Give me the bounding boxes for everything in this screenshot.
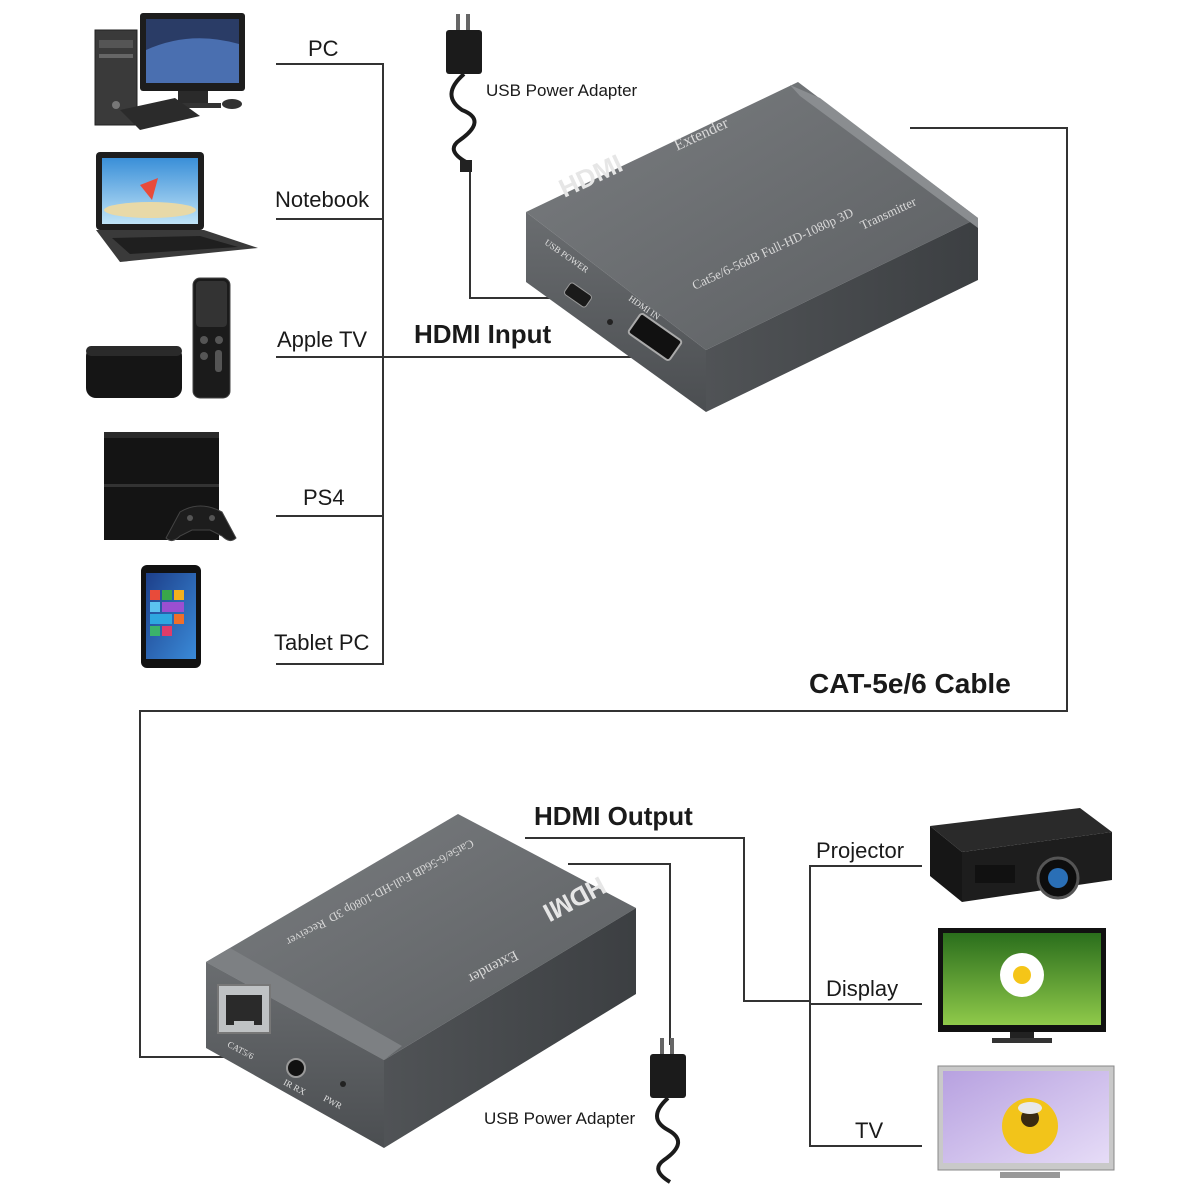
appletv-image bbox=[86, 277, 231, 399]
receiver-side bbox=[384, 908, 636, 1148]
receiver-box bbox=[206, 814, 636, 1148]
source-label-tablet: Tablet PC bbox=[274, 630, 370, 655]
power-line-top bbox=[469, 170, 563, 299]
source-label-pc: PC bbox=[308, 36, 339, 61]
ps4-image bbox=[104, 432, 237, 542]
usb-port bbox=[564, 282, 592, 308]
connection-lines bbox=[139, 63, 1068, 1147]
hdmi-in-port bbox=[627, 313, 683, 361]
tablet-image bbox=[141, 565, 201, 668]
power-led bbox=[607, 319, 613, 325]
display-label-tv: TV bbox=[855, 1118, 884, 1143]
hdmi-output-line bbox=[568, 863, 671, 1045]
transmitter-side bbox=[706, 218, 978, 412]
source-label-notebook: Notebook bbox=[275, 187, 370, 212]
display-image bbox=[938, 928, 1106, 1043]
cable-label: CAT-5e/6 Cable bbox=[809, 668, 1011, 699]
power-adapter-top-image bbox=[446, 14, 482, 172]
transmitter-front bbox=[526, 212, 706, 412]
display-bus bbox=[809, 865, 922, 1147]
pwr-led bbox=[340, 1081, 346, 1087]
source-label-appletv: Apple TV bbox=[277, 327, 368, 352]
hdmi-output-bus bbox=[525, 837, 810, 1002]
ir-port bbox=[286, 1058, 306, 1078]
notebook-image bbox=[96, 152, 258, 262]
hdmi-output-label: HDMI Output bbox=[534, 801, 693, 831]
hdmi-input-label: HDMI Input bbox=[414, 319, 552, 349]
power-adapter-label-bottom: USB Power Adapter bbox=[484, 1109, 636, 1128]
transmitter-top bbox=[526, 82, 978, 350]
power-adapter-bottom-image bbox=[650, 1038, 686, 1184]
tv-image bbox=[937, 1065, 1115, 1178]
pc-line bbox=[276, 63, 384, 665]
display-label-projector: Projector bbox=[816, 838, 905, 863]
source-label-ps4: PS4 bbox=[303, 485, 345, 510]
pc-image bbox=[94, 13, 245, 130]
power-adapter-label-top: USB Power Adapter bbox=[486, 81, 638, 100]
display-label-display: Display bbox=[826, 976, 899, 1001]
projector-image bbox=[930, 808, 1112, 902]
transmitter-box bbox=[526, 82, 978, 412]
cat-cable-line bbox=[139, 127, 1068, 1058]
